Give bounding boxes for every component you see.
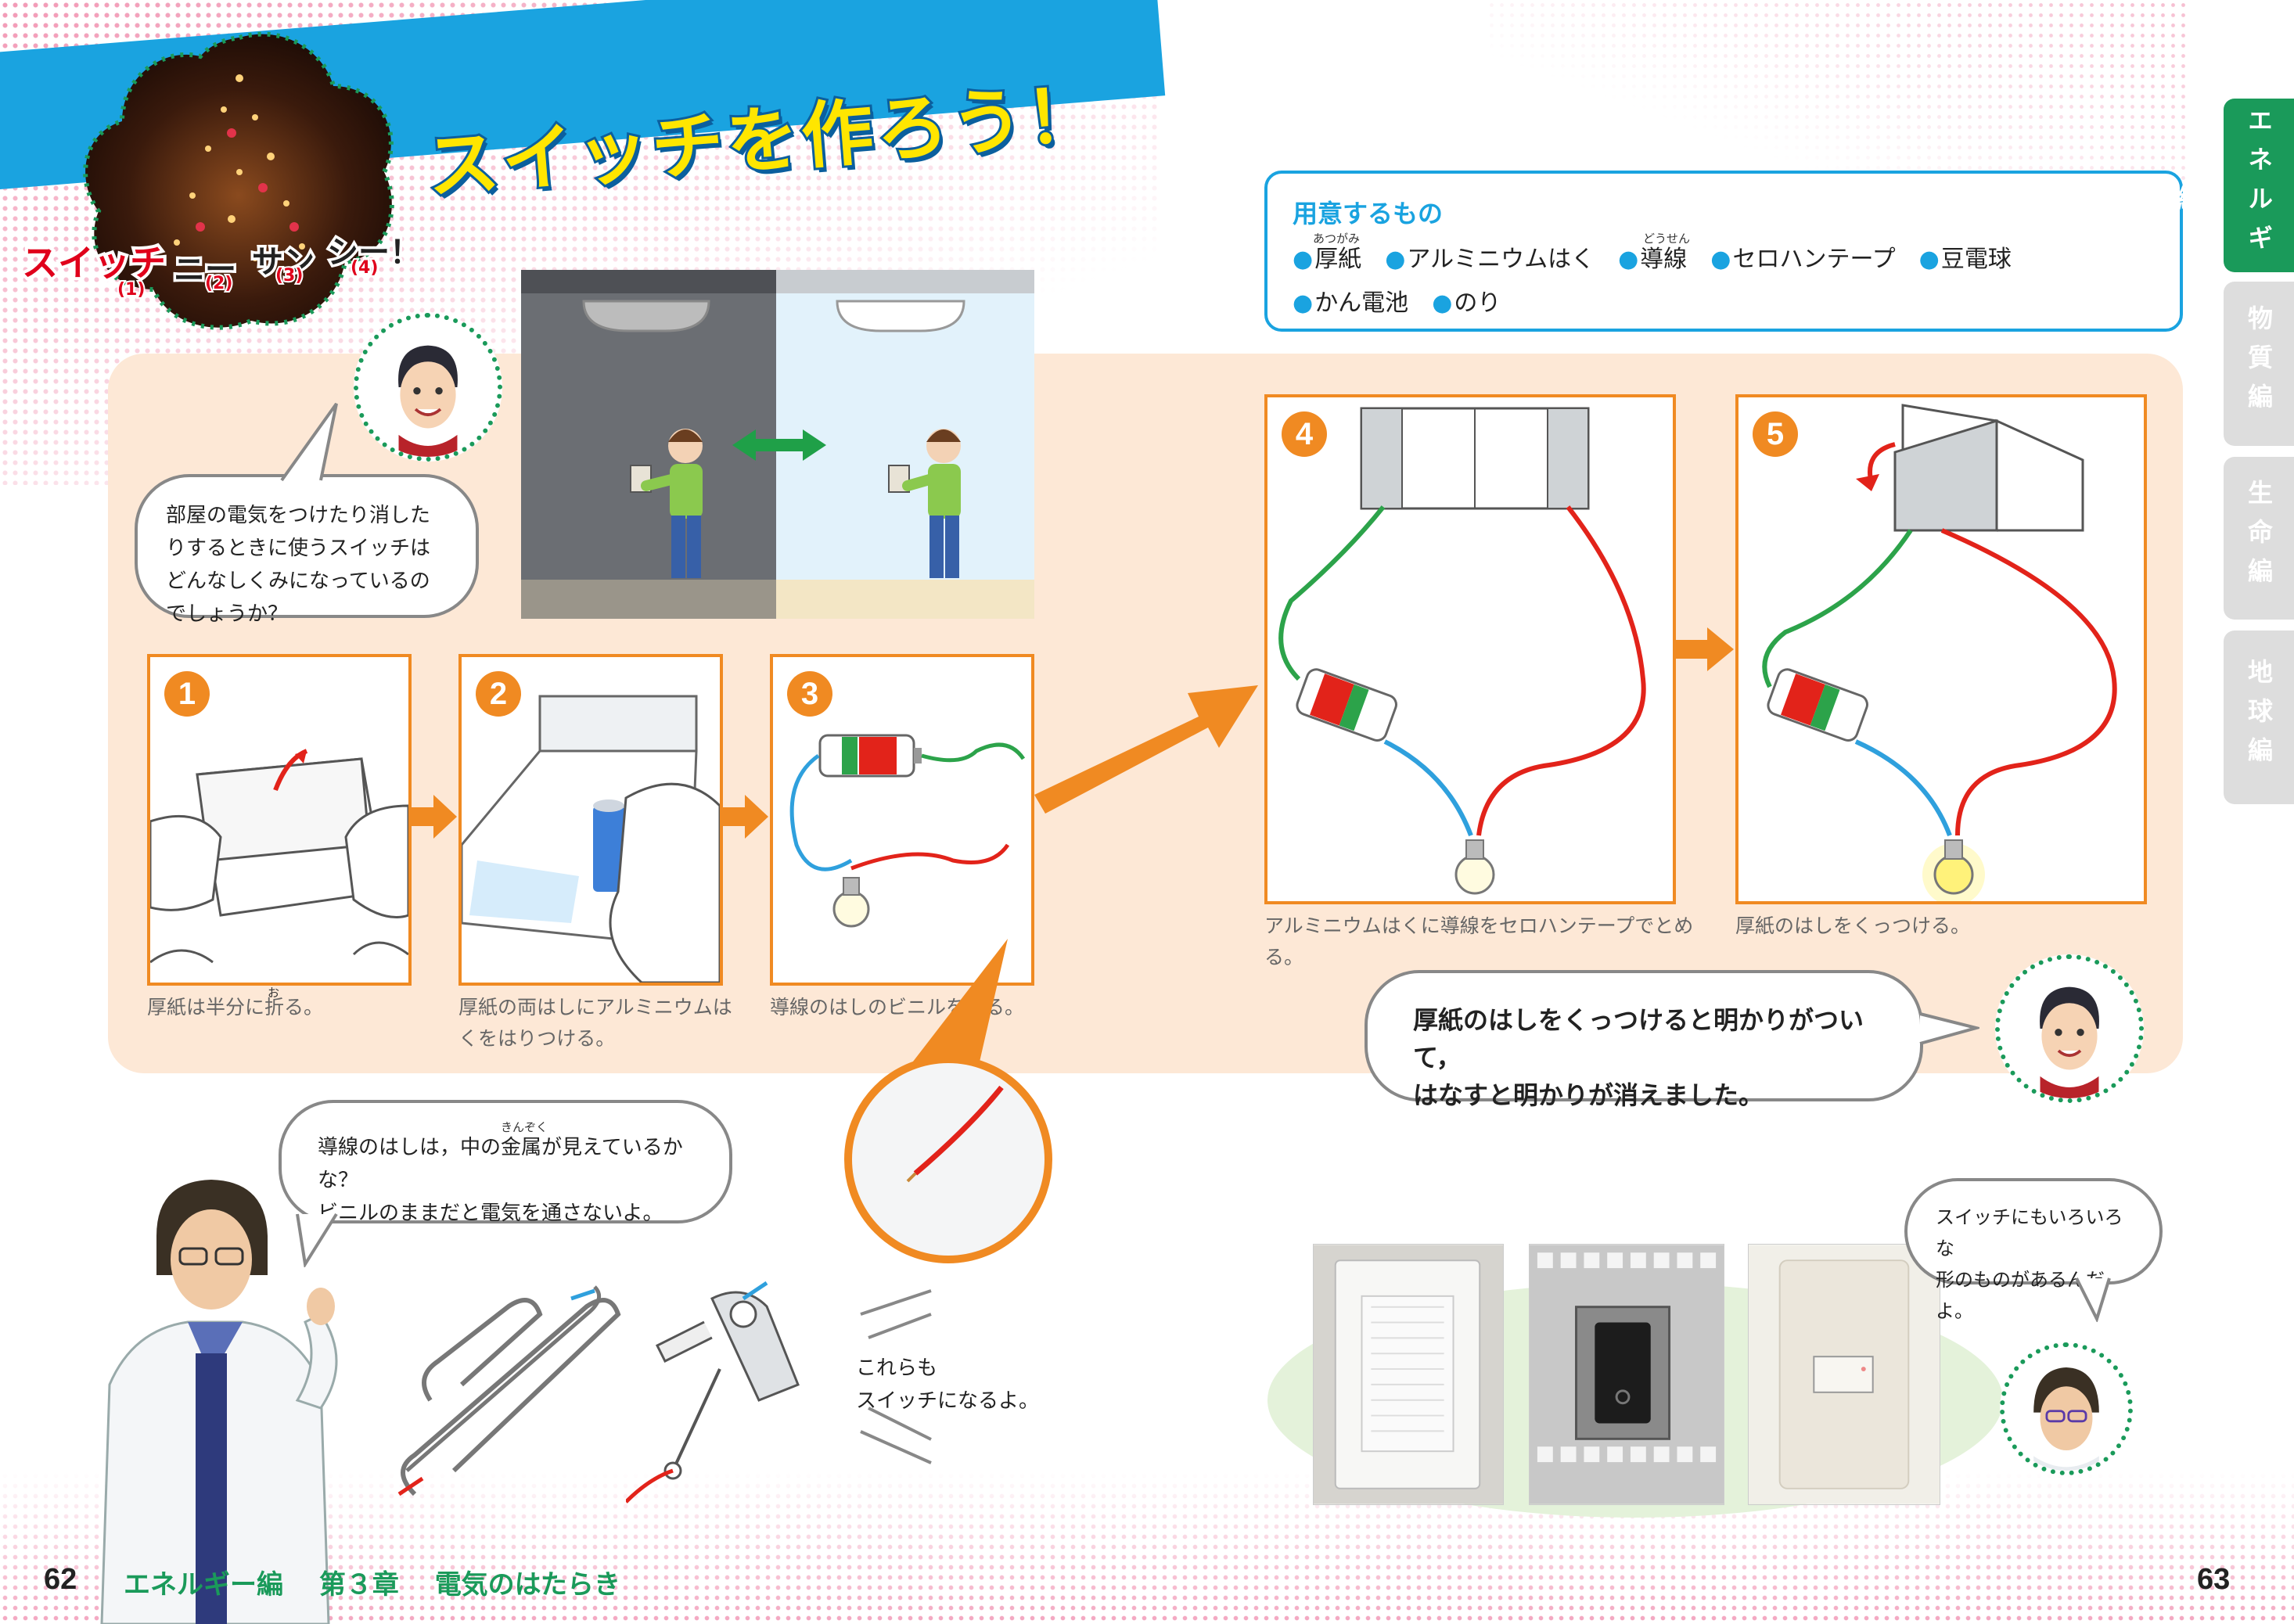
folding-paper-illustration: [150, 749, 408, 964]
clip-note-line-1: これらも: [856, 1356, 938, 1380]
tab-life[interactable]: 生命編: [2224, 457, 2294, 620]
arrow-diagonal-icon: [1034, 685, 1258, 814]
tree-label-san: サン: [250, 242, 318, 283]
motion-lines-icon: [860, 1289, 932, 1464]
materials-box: 用意するもの あつがみ どうせん 厚紙 アルミニウムはく 導線 セロハンテープ …: [1264, 171, 2183, 332]
caption-text: 厚紙の両はしにアルミニウムはくをはりつける。: [458, 996, 732, 1050]
footer-section: エネルギー編: [124, 1569, 283, 1601]
tree-label-ni: ニー: [171, 250, 239, 291]
scientist-illustration: [100, 1180, 338, 1624]
bubble-tail: [2075, 1277, 2111, 1322]
switch-speech-bubble: スイッチにもいろいろな 形のものがあるんだよ。: [1904, 1178, 2163, 1322]
bubble-tail: [280, 402, 338, 482]
clip-note: これらも スイッチになるよ。: [856, 1352, 1039, 1417]
step-5-caption: 厚紙のはしをくっつける。: [1735, 911, 2127, 942]
page-number-right: 63: [2197, 1563, 2231, 1596]
boy-avatar: [354, 313, 502, 462]
arrow-right-icon: [412, 795, 457, 839]
step-4-box: 4: [1264, 394, 1676, 904]
pink-dot-pattern-right: [1487, 0, 2191, 188]
material-item: 導線: [1618, 239, 1687, 274]
wire-speech-bubble: 導線のはしは，中の金属が見えているかな？ ビニルのままだと電気を通さないよ。: [279, 1100, 732, 1225]
tree-label-switch: スイッチ: [19, 239, 169, 287]
result-line-1: 厚紙のはしをくっつけると明かりがついて，: [1413, 1005, 1864, 1072]
step-1-box: 1: [147, 654, 412, 986]
caption-text: アルミニウムはくに導線をセロハンテープでとめる。: [1264, 914, 1694, 968]
footer-chapter: 第３章: [318, 1569, 399, 1601]
arrow-right-icon: [723, 795, 768, 839]
step-5-box: 5: [1735, 394, 2147, 904]
step-3-box: 3: [770, 654, 1034, 986]
gluing-foil-illustration: [462, 695, 720, 983]
material-item: セロハンテープ: [1710, 239, 1895, 274]
tree-label-shi: シー！: [325, 232, 424, 274]
bubble-tail: [296, 1213, 338, 1267]
caption-text: 厚紙は半分に折る。: [147, 996, 324, 1019]
step-1-caption: 厚紙は半分に折る。: [147, 992, 429, 1023]
step-2-box: 2: [458, 654, 723, 986]
footer-breadcrumb: エネルギー編 第３章 電気のはたらき: [124, 1563, 647, 1601]
result-speech-bubble: 厚紙のはしをくっつけると明かりがついて， はなすと明かりが消えました。: [1365, 970, 1923, 1110]
wire-end-zoom: [844, 939, 1052, 1263]
clip-note-line-2: スイッチになるよ。: [856, 1389, 1040, 1413]
arrow-right-icon: [1676, 627, 1734, 671]
tree-label-num2: (2): [203, 272, 234, 295]
result-line-2: はなすと明かりが消えました。: [1413, 1080, 1764, 1110]
ruby-kinzoku: きんぞく: [501, 1120, 548, 1134]
step-number: 1: [164, 671, 210, 717]
step-4-caption: アルミニウムはくに導線をセロハンテープでとめる。: [1264, 911, 1703, 973]
intro-bubble-text: 部屋の電気をつけたり消したりするときに使うスイッチはどんなしくみになっているので…: [166, 504, 431, 626]
tree-label-num1: (1): [116, 278, 146, 301]
materials-row-2: かん電池 のり: [1293, 283, 1501, 318]
christmas-tree-photo: [83, 31, 394, 330]
material-item: かん電池: [1293, 283, 1408, 318]
battery-bulb-illustration: [789, 734, 1026, 928]
wire-line-2: ビニルのままだと電気を通さないよ。: [318, 1202, 663, 1225]
ruby-ori: お: [268, 986, 280, 1000]
tab-earth[interactable]: 地球編: [2224, 631, 2294, 804]
materials-row-1: 厚紙 アルミニウムはく 導線 セロハンテープ 豆電球: [1293, 239, 2012, 274]
caption-text: 厚紙のはしをくっつける。: [1735, 914, 1971, 937]
tab-matter[interactable]: 物質編: [2224, 282, 2294, 446]
bubble-tail: [1919, 1012, 1979, 1045]
step-number: 2: [476, 671, 521, 717]
material-item: 豆電球: [1919, 239, 2012, 274]
material-item: アルミニウムはく: [1385, 239, 1595, 274]
step-number: 5: [1753, 411, 1798, 457]
intro-speech-bubble: 部屋の電気をつけたり消したりするときに使うスイッチはどんなしくみになっているので…: [135, 474, 479, 626]
binder-clip-pin-illustration: [626, 1281, 800, 1504]
step-number: 3: [787, 671, 832, 717]
switch-photo-1: [1313, 1244, 1504, 1505]
material-item: 厚紙: [1293, 239, 1361, 274]
room-light-illustration: [521, 270, 1034, 619]
page-number-left: 62: [44, 1563, 77, 1596]
tree-label-num3: (3): [274, 264, 304, 287]
step-2-caption: 厚紙の両はしにアルミニウムはくをはりつける。: [458, 992, 740, 1055]
tree-label-num4: (4): [349, 257, 379, 279]
circuit-open-illustration: [1278, 407, 1646, 895]
boy-avatar-right: [1995, 954, 2144, 1103]
footer-chapter-title: 電気のはたらき: [434, 1569, 621, 1601]
circuit-closed-illustration: [1762, 404, 2117, 901]
paper-clips-illustration: [397, 1285, 621, 1496]
materials-title: 用意するもの: [1293, 199, 1444, 228]
switch-photo-3: [1748, 1244, 1940, 1505]
switch-line-1: スイッチにもいろいろな: [1936, 1206, 2123, 1259]
switch-photo-2: [1529, 1244, 1724, 1505]
step-number: 4: [1282, 411, 1327, 457]
material-item: のり: [1432, 283, 1501, 318]
tab-energy[interactable]: エネルギー編: [2174, 99, 2294, 272]
wire-line-1: 導線のはしは，中の金属が見えているかな？: [318, 1136, 683, 1192]
scientist-avatar: [2000, 1342, 2133, 1475]
